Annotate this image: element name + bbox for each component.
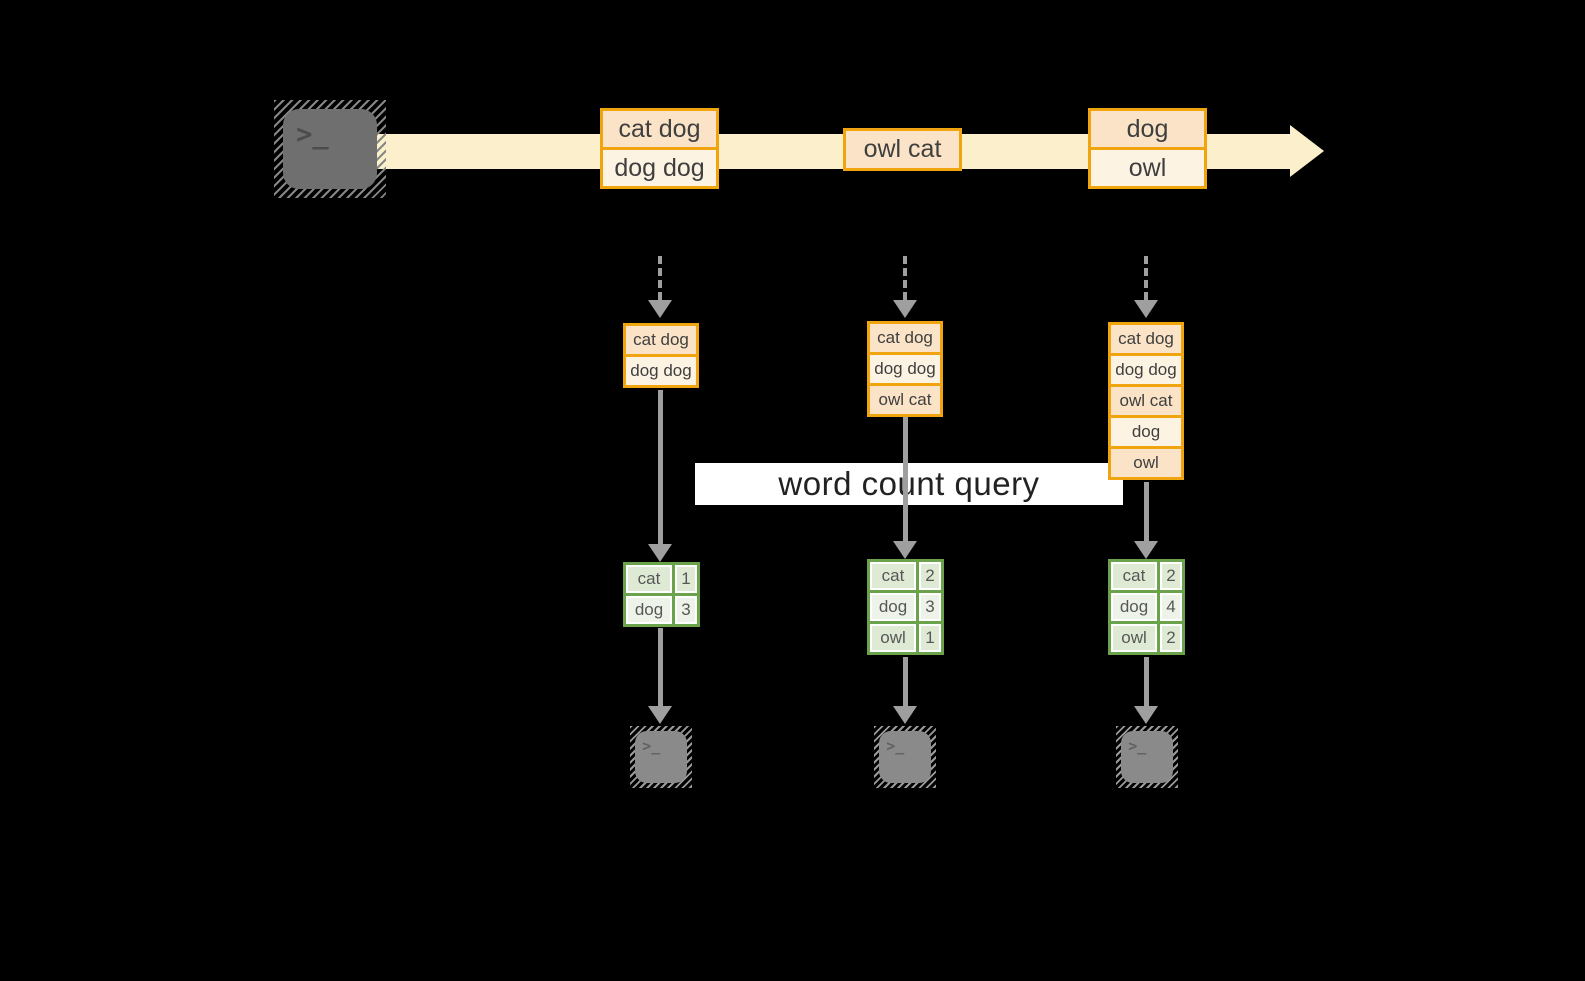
buffer-row: owl	[1111, 449, 1181, 477]
arrow-head-icon	[1134, 706, 1158, 724]
word-cell: dog	[626, 596, 672, 624]
ingest-arrow-2	[893, 256, 917, 318]
event-buffer-stack-1: cat dog dog dog	[623, 323, 699, 388]
arrow-line	[658, 256, 662, 300]
query-arrow-2	[893, 416, 917, 559]
buffer-row: owl cat	[1111, 387, 1181, 415]
arrow-line	[902, 657, 908, 706]
arrow-line	[657, 390, 663, 544]
word-cell: cat	[626, 565, 672, 593]
count-cell: 2	[919, 562, 941, 590]
terminal-prompt-glyph: >_	[886, 737, 905, 756]
event-row: dog dog	[603, 150, 716, 186]
terminal-screen: >_	[879, 731, 931, 783]
arrow-line	[1143, 482, 1149, 541]
event-buffer-stack-2: cat dog dog dog owl cat	[867, 321, 943, 417]
ingest-arrow-1	[648, 256, 672, 318]
arrow-head-icon	[1134, 541, 1158, 559]
query-label: word count query	[695, 463, 1123, 505]
count-cell: 2	[1160, 624, 1182, 652]
count-cell: 3	[919, 593, 941, 621]
terminal-prompt-glyph: >_	[296, 118, 329, 150]
count-cell: 1	[919, 624, 941, 652]
word-cell: cat	[1111, 562, 1157, 590]
buffer-row: cat dog	[626, 326, 696, 354]
terminal-screen: >_	[635, 731, 687, 783]
terminal-prompt-glyph: >_	[642, 737, 661, 756]
event-row: cat dog	[603, 111, 716, 147]
arrow-line	[1144, 256, 1148, 300]
arrow-head-icon	[893, 541, 917, 559]
buffer-row: dog dog	[870, 355, 940, 383]
query-arrow-1	[648, 390, 672, 562]
arrow-head-icon	[648, 300, 672, 318]
arrow-line	[902, 416, 908, 541]
arrow-line	[903, 256, 907, 300]
sink-terminal-icon-1: >_	[630, 726, 692, 788]
event-row: owl cat	[846, 131, 959, 168]
count-cell: 1	[675, 565, 697, 593]
word-count-table-2: cat 2 dog 3 owl 1	[867, 559, 944, 655]
query-arrow-3	[1134, 482, 1158, 559]
stream-event-box-1: cat dog dog dog	[600, 108, 719, 189]
sink-terminal-icon-3: >_	[1116, 726, 1178, 788]
terminal-prompt-glyph: >_	[1128, 737, 1147, 756]
stream-event-box-2: owl cat	[843, 128, 962, 171]
buffer-row: owl cat	[870, 386, 940, 414]
arrow-head-icon	[648, 706, 672, 724]
emit-arrow-1	[648, 628, 672, 724]
emit-arrow-3	[1134, 657, 1158, 724]
emit-arrow-2	[893, 657, 917, 724]
arrow-head-icon	[648, 544, 672, 562]
arrow-line	[657, 628, 663, 706]
source-terminal-icon: >_	[274, 100, 386, 198]
stream-event-box-3: dog owl	[1088, 108, 1207, 189]
buffer-row: cat dog	[1111, 325, 1181, 353]
buffer-row: cat dog	[870, 324, 940, 352]
word-cell: dog	[870, 593, 916, 621]
word-cell: owl	[870, 624, 916, 652]
word-count-table-1: cat 1 dog 3	[623, 562, 700, 627]
ingest-arrow-3	[1134, 256, 1158, 318]
arrow-head-icon	[1134, 300, 1158, 318]
event-buffer-stack-3: cat dog dog dog owl cat dog owl	[1108, 322, 1184, 480]
buffer-row: dog dog	[626, 357, 696, 385]
count-cell: 3	[675, 596, 697, 624]
event-row: dog	[1091, 111, 1204, 147]
word-cell: dog	[1111, 593, 1157, 621]
word-cell: cat	[870, 562, 916, 590]
sink-terminal-icon-2: >_	[874, 726, 936, 788]
stream-arrow-head-icon	[1290, 125, 1324, 177]
count-cell: 4	[1160, 593, 1182, 621]
buffer-row: dog	[1111, 418, 1181, 446]
arrow-line	[1143, 657, 1149, 706]
count-cell: 2	[1160, 562, 1182, 590]
terminal-screen: >_	[283, 109, 377, 189]
word-cell: owl	[1111, 624, 1157, 652]
terminal-screen: >_	[1121, 731, 1173, 783]
buffer-row: dog dog	[1111, 356, 1181, 384]
word-count-table-3: cat 2 dog 4 owl 2	[1108, 559, 1185, 655]
arrow-head-icon	[893, 706, 917, 724]
event-row: owl	[1091, 150, 1204, 186]
arrow-head-icon	[893, 300, 917, 318]
